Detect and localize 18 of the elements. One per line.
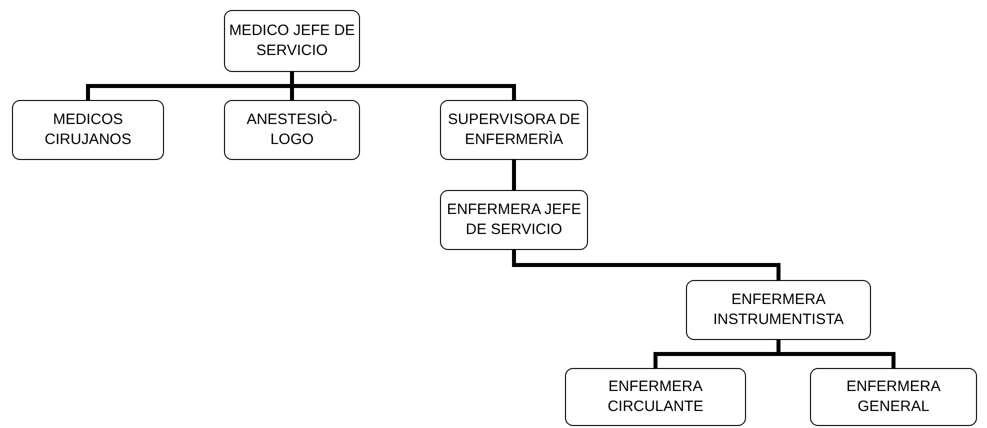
box-label: ENFERMERA CIRCULANTE	[606, 376, 704, 417]
connector-line	[512, 250, 780, 280]
connector-line	[512, 160, 516, 190]
org-box	[224, 100, 360, 160]
org-box	[12, 100, 164, 160]
box-label: SUPERVISORA DE ENFERMERÌA	[446, 110, 582, 150]
org-box	[810, 368, 977, 426]
org-box	[565, 368, 746, 426]
org-box	[686, 280, 871, 340]
org-box	[440, 100, 588, 160]
box-label: ENFERMERA GENERAL	[845, 376, 942, 417]
box-label: ANESTESIÒ-LOGO	[246, 110, 338, 150]
box-label: MEDICO JEFE DE SERVICIO	[228, 20, 356, 61]
box-label: ENFERMERA INSTRUMENTISTA	[712, 290, 845, 330]
box-label: ENFERMERA JEFE DE SERVICIO	[446, 200, 582, 240]
org-box	[440, 190, 588, 250]
box-label: MEDICOS CIRUJANOS	[44, 110, 132, 150]
org-box	[224, 10, 360, 72]
